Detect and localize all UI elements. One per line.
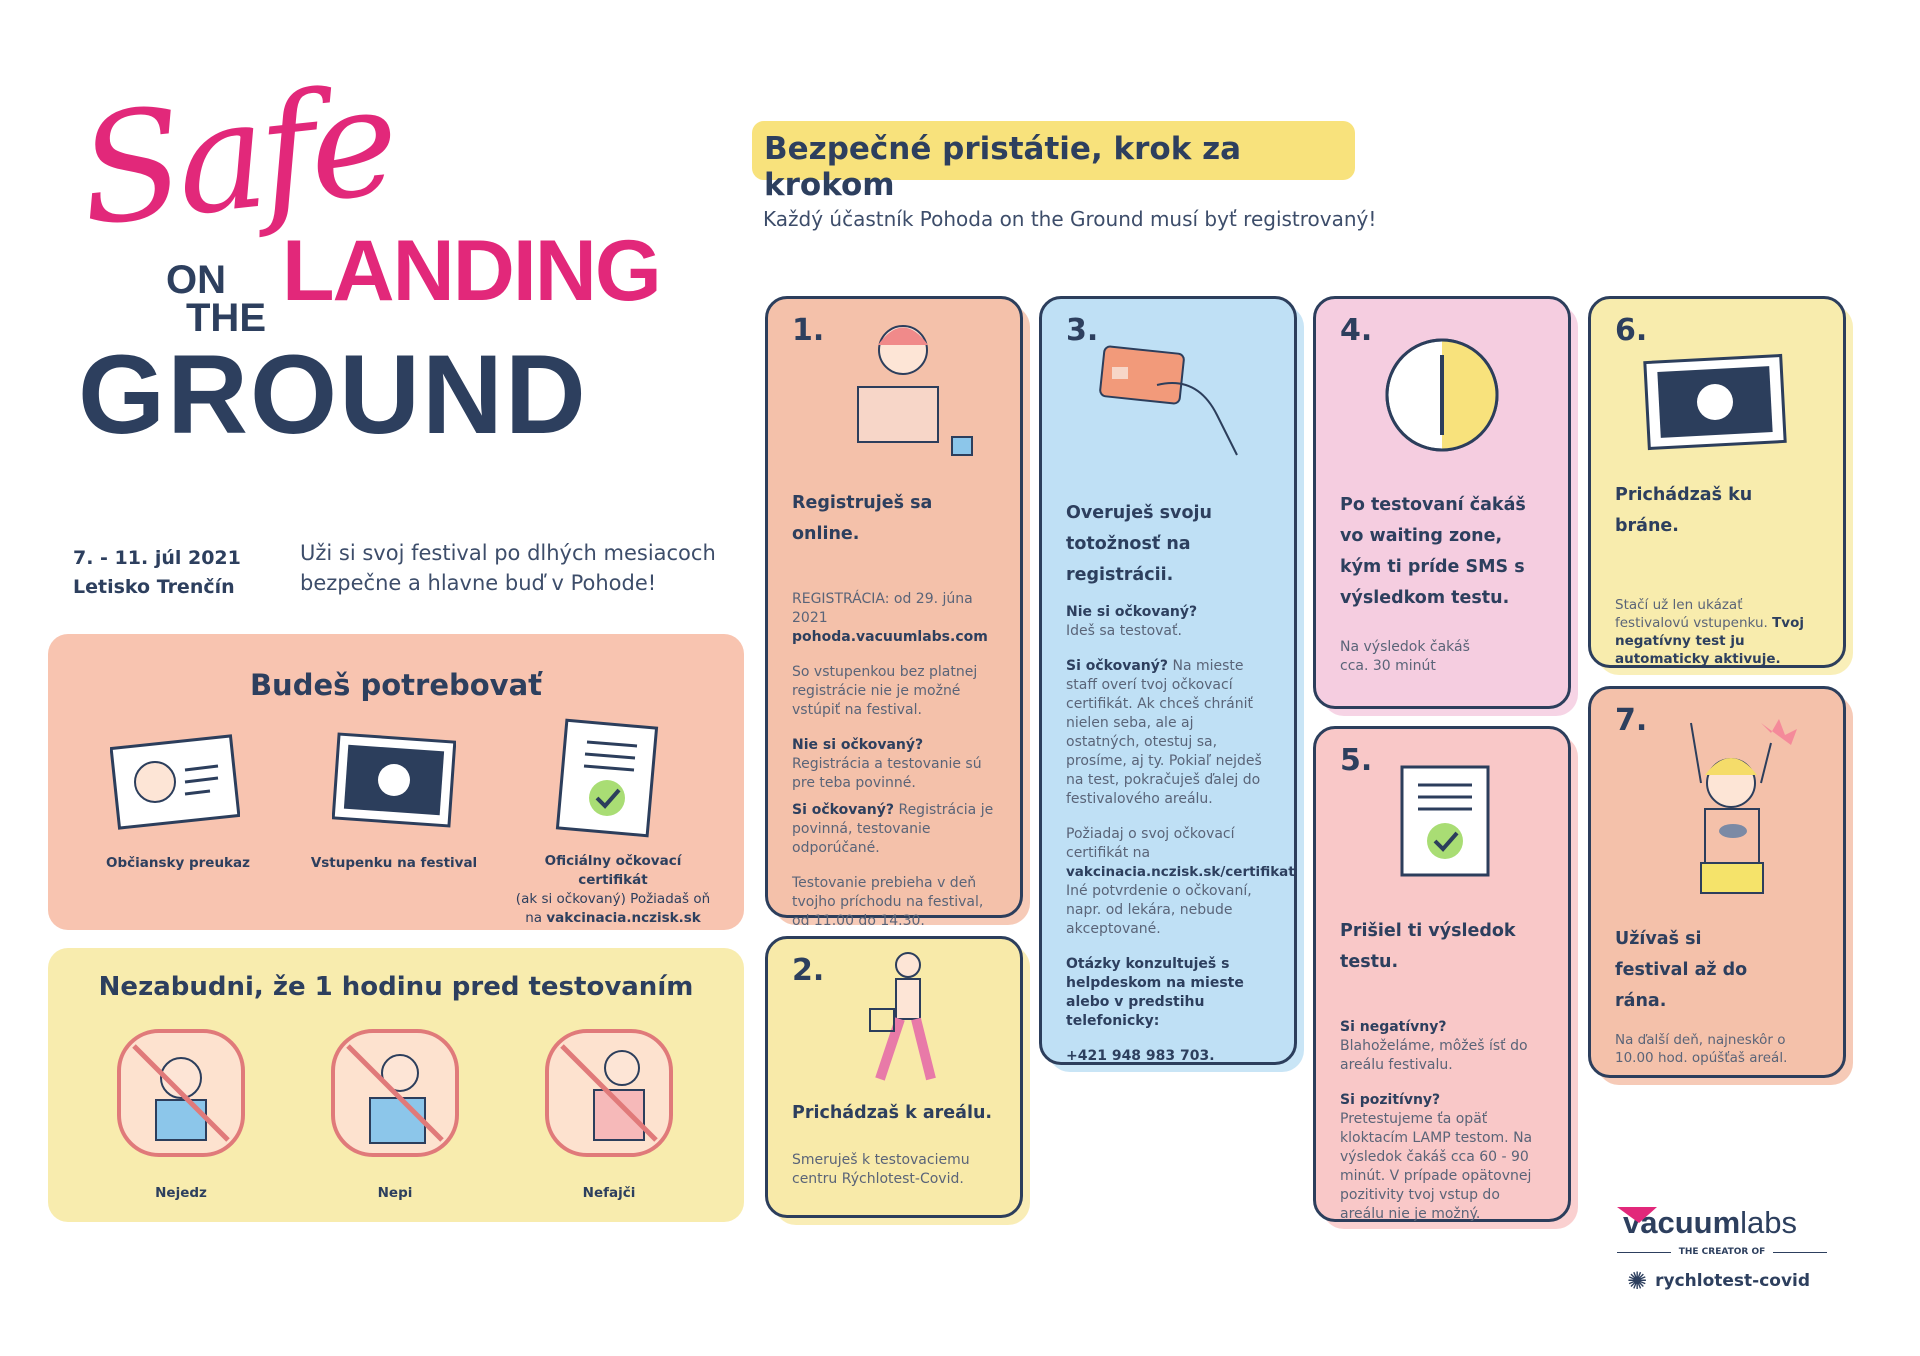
creator-label: THE CREATOR OF <box>1678 1247 1766 1257</box>
question: Nie si očkovaný? <box>792 737 924 753</box>
ticket-icon <box>1643 353 1787 451</box>
step-title: Prichádzaš k areálu. <box>792 1103 993 1123</box>
step-number: 1. <box>792 313 825 348</box>
id-verification-illustration <box>1099 345 1238 456</box>
step-text-bold: Tvoj negatívny test ju automaticky aktiv… <box>1615 615 1805 667</box>
no-drinking-icon <box>331 1029 459 1157</box>
remember-item-eat: Nejedz <box>155 1185 207 1201</box>
step-text: Smeruješ k testovaciemu centru Rýchlotes… <box>792 1152 970 1187</box>
step-card-6: 6. Prichádzaš ku bráne. Stačí už len uká… <box>1588 296 1853 675</box>
certificate-icon <box>555 718 659 838</box>
person-laptop-illustration <box>857 325 973 456</box>
remember-item-smoke: Nefajči <box>582 1185 636 1201</box>
certificate-label: Oficiálny očkovací certifikát <box>544 853 682 888</box>
answer: Pretestujeme ťa opäť kloktacím LAMP test… <box>1340 1111 1533 1222</box>
step-card-4: 4. Po testovaní čakáš vo waiting zone, k… <box>1313 296 1578 716</box>
step-number: 3. <box>1066 313 1099 348</box>
tagline-line: bezpečne a hlavne buď v Pohode! <box>300 571 657 595</box>
step-number: 4. <box>1340 313 1373 348</box>
helpdesk-text: Otázky konzultuješ s helpdeskom na miest… <box>1066 956 1244 1029</box>
steps-subtitle: Každý účastník Pohoda on the Ground musí… <box>763 207 1377 231</box>
need-box: Budeš potrebovať Občiansky preukaz Vstup… <box>48 634 744 930</box>
registration-date: REGISTRÁCIA: od 29. júna 2021 <box>792 591 973 626</box>
celebrating-person-illustration <box>1690 719 1797 894</box>
step-text: Požiadaj o svoj očkovací certifikát na <box>1066 826 1235 861</box>
test-result-icon <box>1400 765 1490 877</box>
step-title: Po testovaní čakáš vo waiting zone, kým … <box>1340 495 1526 608</box>
answer: Blahoželáme, môžeš ísť do areálu festiva… <box>1340 1038 1528 1073</box>
step-text: Testovanie prebieha v deň tvojho príchod… <box>792 875 984 929</box>
question: Si negatívny? <box>1340 1019 1447 1035</box>
logo-ground: GROUND <box>78 332 588 457</box>
logo-on: ON <box>166 258 226 302</box>
need-item-ticket: Vstupenku na festival <box>310 855 478 871</box>
brand-part: labs <box>1740 1205 1798 1240</box>
need-item-id: Občiansky preukaz <box>105 855 251 871</box>
logo-the: THE <box>186 296 266 340</box>
remember-box: Nezabudni, že 1 hodinu pred testovaním N… <box>48 948 744 1222</box>
step-card-5: 5. Prišiel ti výsledok testu. Si negatív… <box>1313 726 1578 1229</box>
step-title: Prichádzaš ku bráne. <box>1615 485 1753 536</box>
step-text: Na výsledok čakáš cca. 30 minút <box>1340 639 1470 674</box>
vacuumlabs-logo-mark <box>1617 1207 1657 1223</box>
product-name: rychlotest-covid <box>1655 1271 1811 1291</box>
step-title: Užívaš si festival až do rána. <box>1615 929 1748 1011</box>
step-title: Registruješ sa online. <box>792 493 933 544</box>
step-card-1: 1. Registruješ sa online. REGISTRÁCIA: o… <box>765 296 1030 929</box>
need-title: Budeš potrebovať <box>249 668 543 702</box>
step-text: So vstupenkou bez platnej registrácie ni… <box>792 664 978 718</box>
step-card-3: 3. Overuješ svoju totožnosť na registrác… <box>1039 296 1304 1072</box>
certificate-link[interactable]: vakcinacia.nczisk.sk <box>546 910 701 926</box>
no-eating-icon <box>117 1029 245 1157</box>
step-title: Overuješ svoju totožnosť na registrácii. <box>1066 503 1212 585</box>
step-card-2: 2. Prichádzaš k areálu. Smeruješ k testo… <box>765 936 1030 1225</box>
certificate-note: na <box>525 910 547 926</box>
clock-icon <box>1385 338 1499 452</box>
id-card-icon <box>110 734 240 830</box>
helpdesk-phone[interactable]: +421 948 983 703. <box>1066 1048 1215 1064</box>
virus-icon: ✺ <box>1627 1267 1648 1295</box>
vacuumlabs-logo: vacuumlabs THE CREATOR OF ✺rychlotest-co… <box>1617 1205 1827 1295</box>
remember-item-drink: Nepi <box>377 1185 413 1201</box>
registration-link[interactable]: pohoda.vacuumlabs.com <box>792 629 988 645</box>
event-place: Letisko Trenčín <box>73 576 235 598</box>
step-number: 2. <box>792 953 825 988</box>
question: Si pozitívny? <box>1340 1092 1441 1108</box>
step-title: Prišiel ti výsledok testu. <box>1340 921 1516 972</box>
question: Si očkovaný? <box>1066 658 1169 674</box>
step-number: 7. <box>1615 703 1648 738</box>
tagline: Uži si svoj festival po dlhých mesiacoch… <box>300 538 716 598</box>
step-text: Iné potvrdenie o očkovaní, napr. od leká… <box>1066 883 1252 937</box>
question: Si očkovaný? <box>792 802 895 818</box>
step-text: Stačí už len ukázať festivalovú vstupenk… <box>1615 597 1773 631</box>
certificate-note: (ak si očkovaný) Požiadaš oň <box>515 891 711 907</box>
question: Nie si očkovaný? <box>1066 604 1198 620</box>
need-item-certificate: Oficiálny očkovací certifikát (ak si očk… <box>508 852 718 928</box>
step-card-7: 7. Užívaš si festival až do rána. Na ďal… <box>1588 686 1853 1085</box>
answer: Na mieste staff overí tvoj očkovací cert… <box>1066 658 1262 807</box>
steps-title: Bezpečné pristátie, krok za krokom <box>752 121 1355 203</box>
remember-title: Nezabudni, že 1 hodinu pred testovaním <box>98 972 694 1002</box>
certificate-link[interactable]: vakcinacia.nczisk.sk/certifikat <box>1066 864 1295 880</box>
no-smoking-icon <box>545 1029 673 1157</box>
ticket-icon <box>332 732 456 828</box>
step-text: Na ďalší deň, najneskôr o 10.00 hod. opú… <box>1615 1032 1788 1066</box>
step-number: 6. <box>1615 313 1648 348</box>
tagline-line: Uži si svoj festival po dlhých mesiacoch <box>300 541 716 565</box>
answer: Ideš sa testovať. <box>1066 623 1182 639</box>
event-info: 7. - 11. júl 2021 Letisko Trenčín <box>73 544 241 602</box>
logo-landing: LANDING <box>282 223 662 319</box>
step-number: 5. <box>1340 743 1373 778</box>
event-dates: 7. - 11. júl 2021 <box>73 547 241 569</box>
answer: Registrácia a testovanie sú pre teba pov… <box>792 756 982 791</box>
walking-person-illustration <box>869 952 936 1081</box>
answer: Registrácia je povinná, testovanie odpor… <box>792 802 994 856</box>
